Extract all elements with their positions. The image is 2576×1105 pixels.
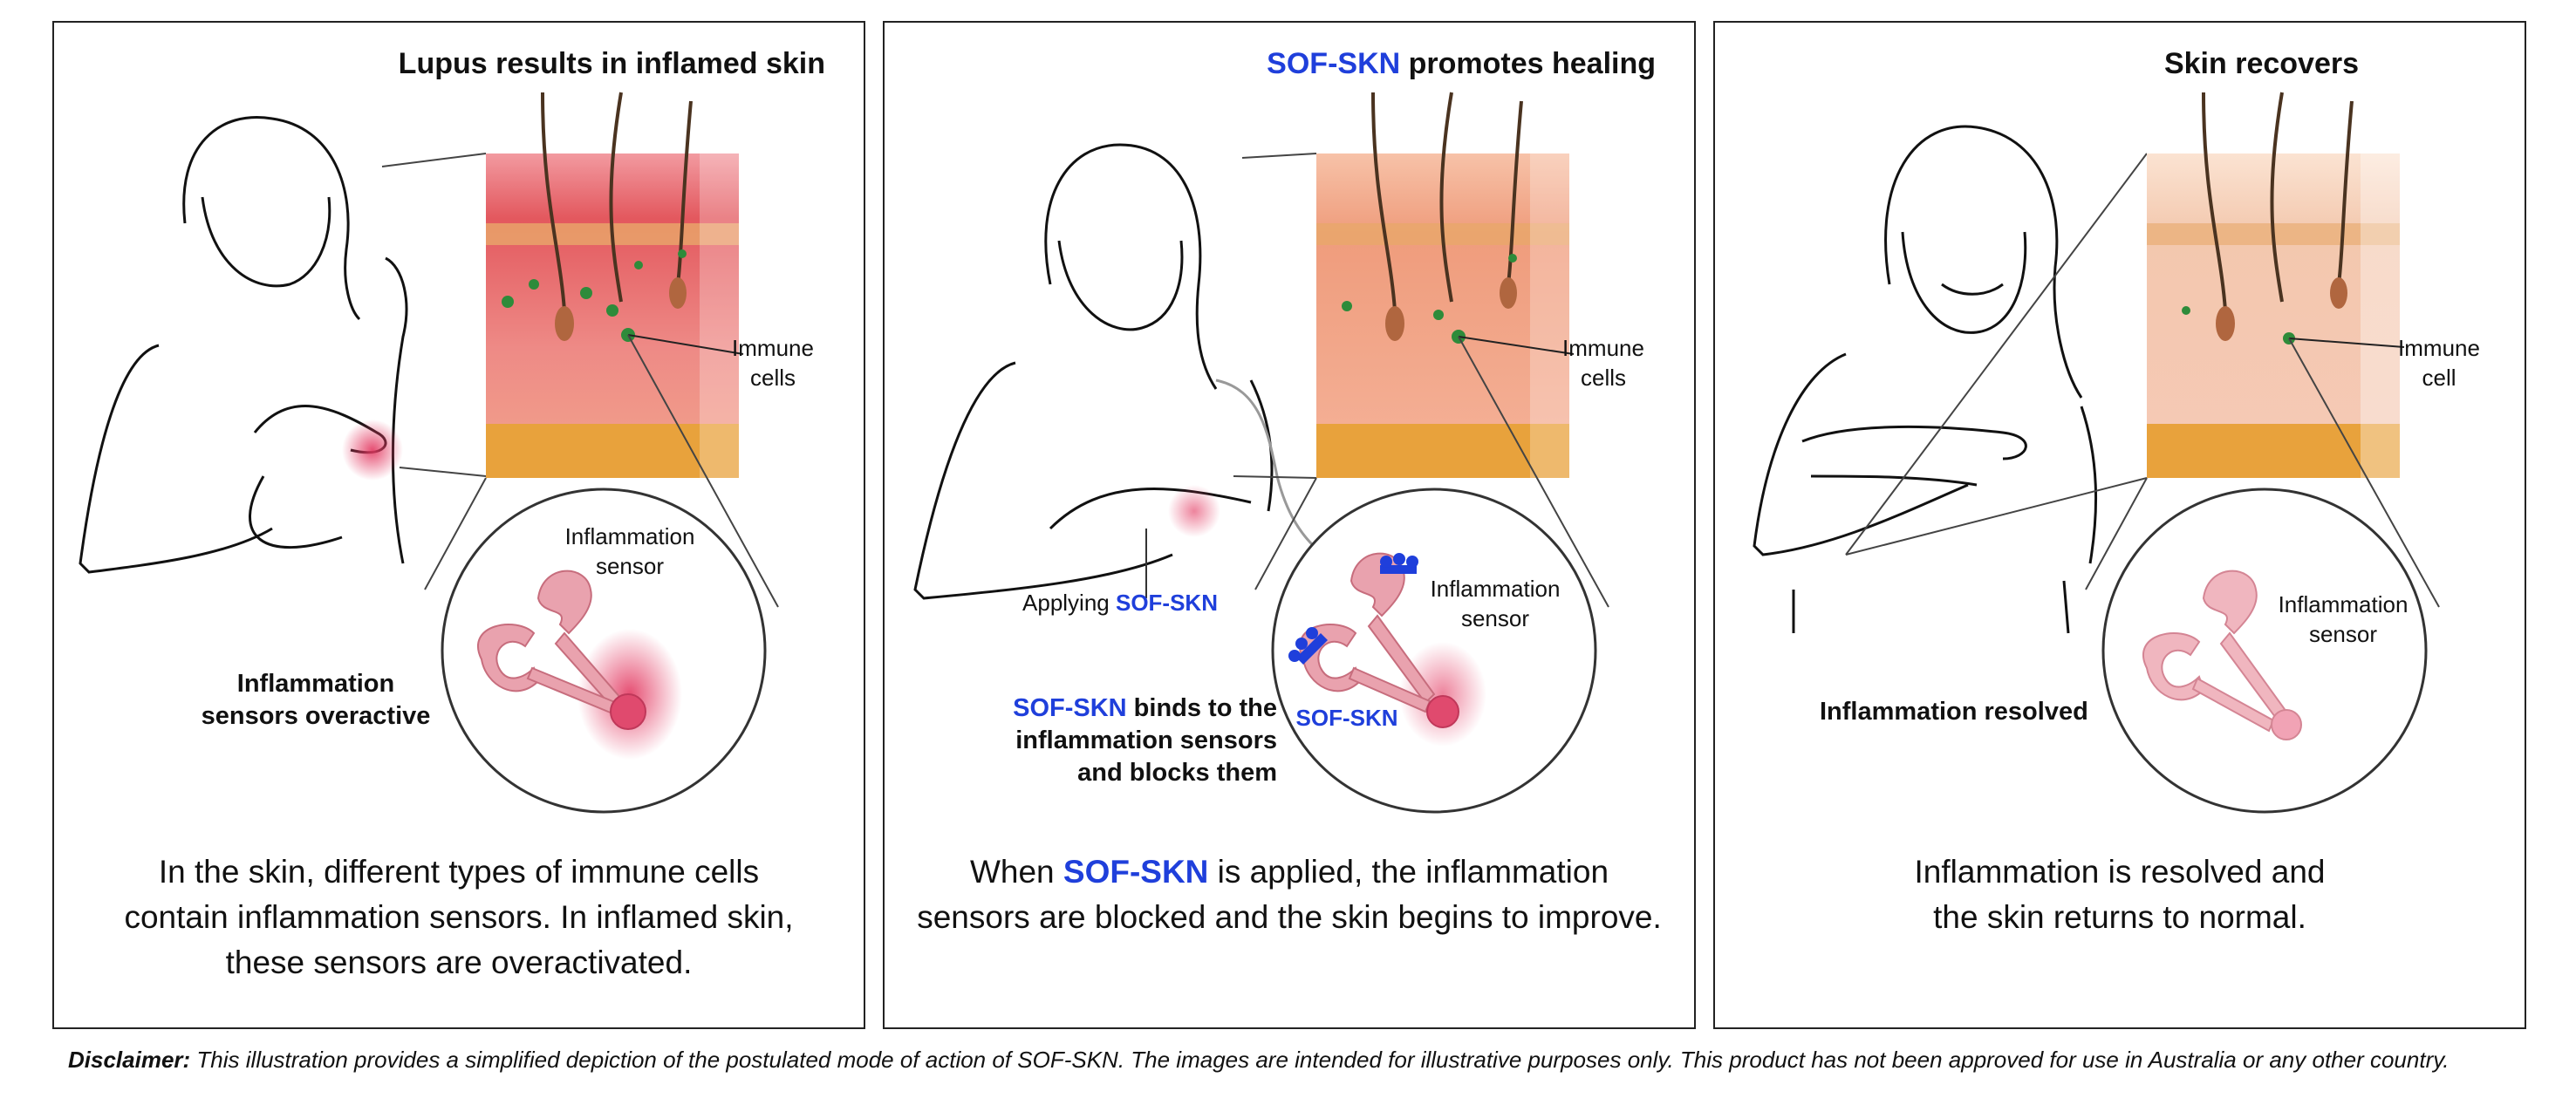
zoom-circle	[2101, 488, 2428, 814]
applying-label: Applying SOF-SKN	[1022, 590, 1218, 616]
panel-inflamed-skin: Lupus results in inflamed skin	[52, 21, 865, 1029]
brand-name: SOF-SKN	[1267, 47, 1401, 80]
immune-cells	[502, 249, 687, 342]
skin-cross-section	[1316, 92, 1569, 478]
panel-promotes-healing: SOF-SKN promotes healing	[883, 21, 1696, 1029]
recovered-skin-illustration	[1753, 92, 2440, 814]
panel-caption: In the skin, different types of immune c…	[124, 854, 794, 980]
inflamed-skin-illustration	[79, 92, 779, 814]
skin-cross-section	[2147, 92, 2400, 478]
binds-blocks-label: SOF-SKN binds to the inflammation sensor…	[1013, 694, 1277, 787]
panel-title: Lupus results in inflamed skin	[398, 47, 825, 80]
panel-caption: When SOF-SKN is applied, the inflammatio…	[917, 854, 1662, 935]
inflammation-resolved-label: Inflammation resolved	[1820, 698, 2088, 726]
skin-cross-section	[486, 92, 739, 478]
healing-skin-illustration	[913, 92, 1609, 814]
woman-outline	[913, 143, 1339, 600]
woman-outline	[1753, 125, 2098, 634]
woman-outline	[79, 116, 408, 574]
sof-skn-label: SOF-SKN	[1295, 705, 1398, 731]
panel-title: Skin recovers	[2163, 47, 2359, 80]
inflamed-spot	[342, 419, 403, 481]
disclaimer: Disclaimer: This illustration provides a…	[68, 1047, 2450, 1073]
inflammation-sensor-shape	[477, 570, 646, 730]
inflammation-sensor-shape	[2142, 570, 2302, 740]
sof-skn-binding-shapes	[1288, 553, 1418, 665]
panel-title: SOF-SKN promotes healing	[1267, 47, 1656, 80]
panel-skin-recovers: Skin recovers	[1713, 21, 2526, 1029]
